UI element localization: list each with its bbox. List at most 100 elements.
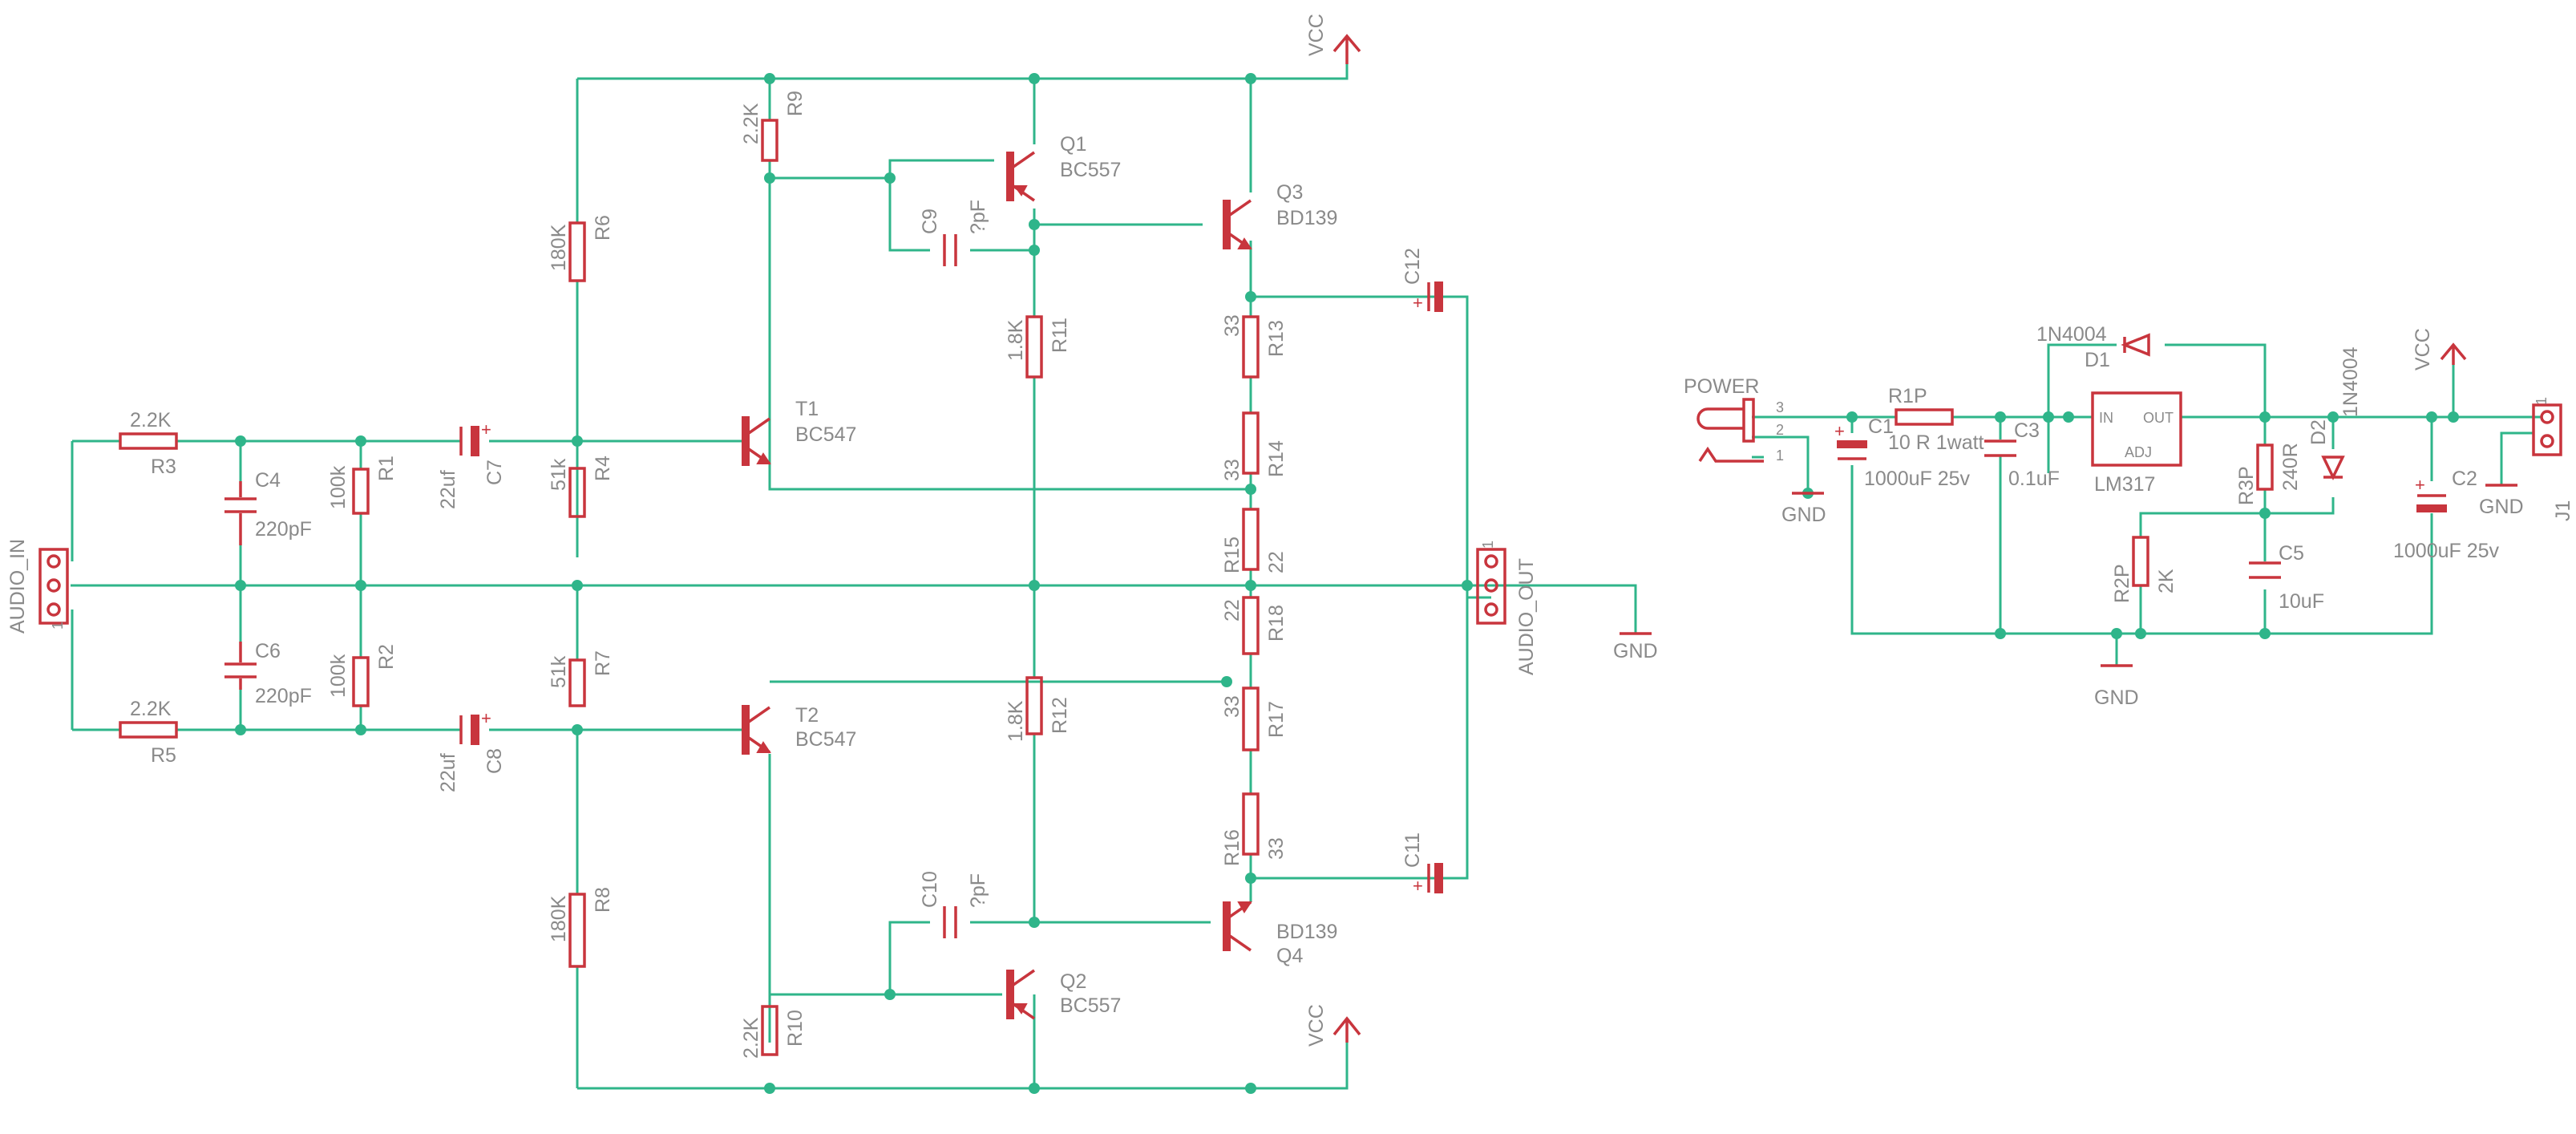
svg-text:R14: R14 bbox=[1265, 440, 1288, 477]
svg-text:BC557: BC557 bbox=[1060, 994, 1121, 1017]
svg-text:D2: D2 bbox=[2307, 419, 2330, 445]
resistor-r11: 1.8K R11 bbox=[1005, 315, 1071, 379]
capacitor-c3: C3 0.1uF bbox=[1984, 419, 2060, 490]
svg-text:VCC: VCC bbox=[1305, 14, 1328, 56]
svg-text:BD139: BD139 bbox=[1276, 921, 1337, 943]
capacitor-c6: C6 220pF bbox=[224, 640, 312, 707]
svg-text:33: 33 bbox=[1265, 837, 1288, 860]
svg-text:VCC: VCC bbox=[1305, 1004, 1328, 1047]
svg-text:22uf: 22uf bbox=[437, 470, 459, 509]
svg-text:+: + bbox=[481, 708, 491, 728]
svg-text:C12: C12 bbox=[1401, 248, 1424, 285]
svg-text:R13: R13 bbox=[1265, 320, 1288, 357]
transistor-t1: T1 BC547 bbox=[742, 398, 856, 466]
svg-text:C8: C8 bbox=[483, 748, 506, 774]
svg-text:+: + bbox=[2415, 475, 2425, 495]
svg-text:2K: 2K bbox=[2155, 569, 2178, 593]
svg-text:C2: C2 bbox=[2452, 468, 2477, 490]
svg-text:22uf: 22uf bbox=[437, 753, 459, 792]
svg-text:T1: T1 bbox=[795, 398, 819, 420]
svg-text:R6: R6 bbox=[592, 215, 614, 241]
svg-text:180K: 180K bbox=[548, 895, 570, 942]
connector-audio-in: AUDIO_IN 1 bbox=[6, 539, 69, 634]
transistor-q4: BD139 Q4 bbox=[1223, 901, 1337, 967]
svg-text:R9: R9 bbox=[784, 91, 807, 116]
transistor-t2: T2 BC547 bbox=[742, 704, 856, 755]
svg-text:1.8K: 1.8K bbox=[1005, 319, 1027, 361]
svg-text:+: + bbox=[1413, 876, 1423, 896]
svg-text:C1: C1 bbox=[1868, 415, 1894, 438]
resistor-r10: 2.2K R10 bbox=[740, 1005, 807, 1059]
svg-text:+: + bbox=[1834, 421, 1845, 441]
vcc-symbol-bottom: VCC bbox=[1305, 1004, 1361, 1047]
svg-text:1: 1 bbox=[1480, 541, 1496, 549]
regulator-lm317: IN OUT ADJ LM317 bbox=[2091, 391, 2182, 496]
svg-text:Q4: Q4 bbox=[1276, 945, 1303, 967]
svg-text:IN: IN bbox=[2099, 410, 2113, 426]
capacitor-c11: + C11 bbox=[1401, 832, 1443, 896]
resistor-r7: 51k R7 bbox=[548, 650, 614, 707]
svg-text:33: 33 bbox=[1221, 695, 1244, 718]
resistor-r5: 2.2K R5 bbox=[119, 698, 178, 767]
svg-text:100k: 100k bbox=[327, 654, 350, 698]
svg-text:1N4004: 1N4004 bbox=[2339, 346, 2362, 417]
svg-text:BC547: BC547 bbox=[795, 423, 856, 446]
svg-text:C5: C5 bbox=[2279, 542, 2304, 565]
connector-power-jack: POWER 3 2 1 bbox=[1684, 375, 1784, 464]
svg-text:1.8K: 1.8K bbox=[1005, 700, 1027, 742]
svg-text:?pF: ?pF bbox=[967, 873, 989, 908]
svg-text:1000uF 25v: 1000uF 25v bbox=[2393, 540, 2500, 562]
svg-text:220pF: 220pF bbox=[255, 685, 312, 707]
gnd-symbol-output: GND bbox=[1613, 632, 1658, 662]
svg-text:R16: R16 bbox=[1221, 829, 1244, 866]
svg-text:ADJ: ADJ bbox=[2125, 444, 2152, 460]
svg-text:OUT: OUT bbox=[2143, 410, 2174, 426]
svg-text:R3P: R3P bbox=[2235, 466, 2258, 505]
svg-text:33: 33 bbox=[1221, 314, 1244, 337]
svg-text:C7: C7 bbox=[483, 460, 506, 485]
gnd-symbol-power-jack: GND bbox=[1781, 492, 1826, 526]
svg-text:R4: R4 bbox=[592, 456, 614, 481]
transistor-q1: Q1 BC557 bbox=[1006, 133, 1121, 202]
resistor-r4: 51k R4 bbox=[548, 456, 614, 518]
svg-text:R17: R17 bbox=[1265, 701, 1288, 738]
svg-text:1: 1 bbox=[2534, 397, 2550, 405]
resistor-r6: 180K R6 bbox=[548, 215, 614, 282]
svg-text:J1: J1 bbox=[2552, 500, 2574, 521]
capacitor-c12: + C12 bbox=[1401, 248, 1443, 313]
svg-text:Q2: Q2 bbox=[1060, 970, 1086, 993]
resistor-r14: 33 R14 bbox=[1221, 411, 1288, 481]
svg-text:BD139: BD139 bbox=[1276, 207, 1337, 229]
svg-text:GND: GND bbox=[2094, 686, 2139, 709]
capacitor-c8: + 22uf C8 bbox=[437, 708, 506, 792]
svg-text:R5: R5 bbox=[151, 744, 176, 767]
resistor-r13: 33 R13 bbox=[1221, 314, 1288, 379]
resistor-r12: 1.8K R12 bbox=[1005, 676, 1071, 742]
gnd-symbol-j1: GND bbox=[2479, 484, 2524, 518]
svg-text:R1P: R1P bbox=[1888, 385, 1927, 407]
capacitor-c5: C5 10uF bbox=[2249, 542, 2324, 613]
svg-text:2.2K: 2.2K bbox=[130, 409, 172, 431]
svg-text:1000uF 25v: 1000uF 25v bbox=[1864, 468, 1971, 490]
svg-text:Q1: Q1 bbox=[1060, 133, 1086, 156]
connector-j1: J1 1 bbox=[2532, 397, 2574, 521]
svg-text:GND: GND bbox=[1613, 640, 1658, 662]
diode-d2: D2 1N4004 bbox=[2307, 346, 2362, 481]
connector-audio-out: AUDIO_OUT 1 bbox=[1476, 541, 1538, 675]
svg-text:22: 22 bbox=[1221, 599, 1244, 622]
resistor-r18: 22 R18 bbox=[1221, 596, 1288, 655]
svg-text:R15: R15 bbox=[1221, 537, 1244, 573]
svg-text:C3: C3 bbox=[2014, 419, 2040, 442]
resistor-r8: 180K R8 bbox=[548, 887, 614, 968]
svg-text:0.1uF: 0.1uF bbox=[2008, 468, 2060, 490]
resistor-r2p: R2P 2K bbox=[2111, 536, 2178, 603]
svg-text:22: 22 bbox=[1265, 551, 1288, 573]
diode-d1: 1N4004 D1 bbox=[2036, 323, 2150, 371]
svg-text:33: 33 bbox=[1221, 459, 1244, 481]
svg-text:R1: R1 bbox=[375, 456, 398, 481]
capacitor-c2: + C2 1000uF 25v bbox=[2393, 468, 2500, 562]
svg-text:180K: 180K bbox=[548, 224, 570, 271]
capacitor-c10: C10 ?pF bbox=[919, 871, 989, 938]
vcc-symbol-top: VCC bbox=[1305, 14, 1361, 64]
